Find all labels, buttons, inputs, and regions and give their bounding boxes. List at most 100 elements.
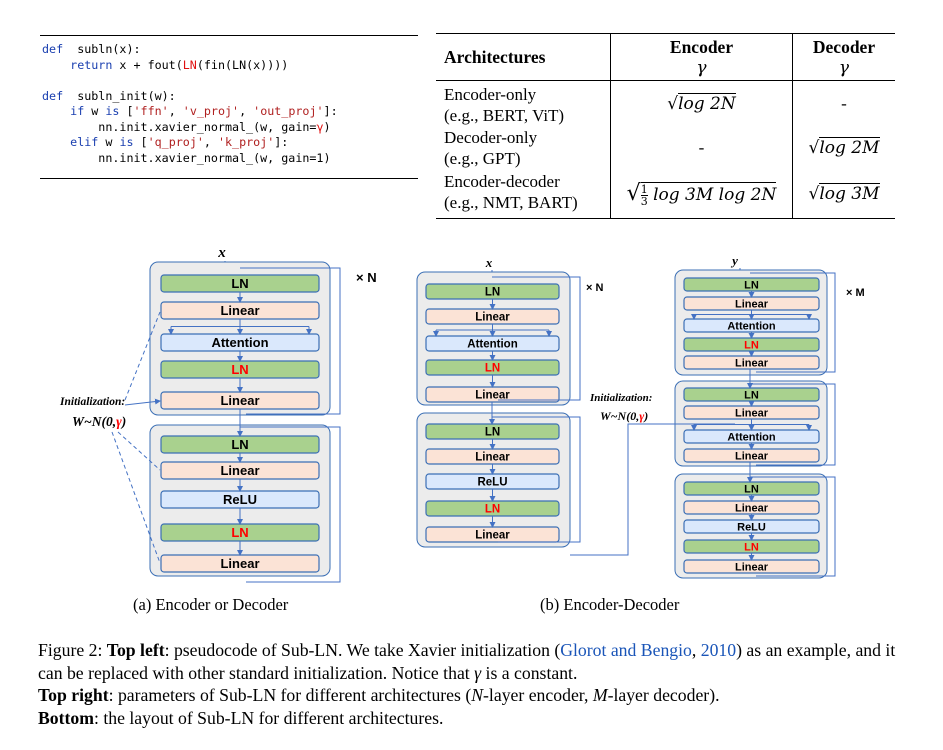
citation-year-link[interactable]: 2010 [700, 640, 737, 660]
residual-line [750, 383, 836, 466]
code-text: , [203, 135, 218, 149]
init-formula: W~N(0,γ) [600, 409, 648, 423]
block-label: ReLU [737, 521, 766, 533]
code-keyword: elif [70, 135, 99, 149]
code-text: nn.init.xavier_normal_(w, gain=1) [42, 150, 331, 165]
block-label: Attention [467, 339, 517, 351]
code-bottom-rule [40, 178, 418, 179]
code-text: x + fout( [112, 57, 183, 72]
formula-part: ~ [611, 409, 618, 423]
figure-label: Figure 2: [38, 640, 107, 660]
code-text: nn.init.xavier_normal_(w, gain= [42, 119, 317, 134]
formula-part: ) [120, 414, 127, 429]
sqrt-expression: √log 3M [808, 182, 880, 204]
decoder-gamma-cell: √log 2M [792, 126, 895, 170]
block-label: Linear [735, 357, 769, 369]
formula-part: γ [639, 409, 644, 423]
arch-cell: Decoder-only (e.g., GPT) [436, 126, 611, 170]
caption-gamma: γ [474, 662, 482, 683]
block-label: LN [231, 525, 248, 540]
code-text: subln_init(w): [63, 88, 176, 103]
init-dashed-link [117, 431, 161, 471]
init-title: Initialization: [589, 392, 652, 404]
code-text: [ [133, 135, 148, 149]
caption-bold-top-left: Top left [106, 640, 165, 660]
formula-part: W [72, 414, 85, 429]
code-string: 'out_proj' [253, 104, 324, 118]
code-top-rule [40, 35, 418, 36]
code-keyword: is [119, 135, 134, 149]
code-string: 'ffn' [133, 104, 169, 118]
flow-arrow [124, 398, 161, 406]
table-row: Decoder-only (e.g., GPT) - √log 2M [436, 126, 895, 170]
block-label: Linear [475, 390, 510, 402]
block-label: LN [231, 362, 248, 377]
caption-text: , [691, 640, 701, 660]
formula-part: , [112, 414, 116, 429]
block-label: Linear [735, 502, 769, 514]
header-architectures: Architectures [436, 33, 611, 81]
residual-line [492, 276, 581, 401]
residual-line [570, 423, 735, 556]
caption-bold-top-right: Top right [38, 685, 109, 705]
formula-part: ( [101, 414, 107, 429]
caption-b: (b) Encoder-Decoder [540, 595, 680, 614]
citation-link[interactable]: Glorot and Bengio [560, 640, 692, 660]
caption-n: N [471, 685, 484, 705]
arch-cell: Encoder-only (e.g., BERT, ViT) [436, 81, 611, 127]
diagram-b-encoder-decoder: xLNLinearAttentionLNLinearLNLinearReLULN… [416, 253, 865, 579]
sqrt-expression: √log 2M [808, 137, 880, 158]
code-text: w [84, 104, 106, 118]
header-decoder-label: Decoder [812, 36, 876, 57]
block-label: LN [231, 437, 248, 452]
arch-name: Decoder-only [444, 128, 538, 147]
repeat-n: × N [356, 270, 377, 285]
code-keyword: def [42, 88, 64, 103]
arch-example: (e.g., BERT, ViT) [444, 106, 565, 125]
block-label: LN [744, 389, 759, 401]
code-keyword: return [70, 57, 113, 72]
code-highlight: LN [182, 57, 197, 72]
caption-m: M [592, 685, 608, 705]
input-x: x [485, 255, 493, 270]
fraction-numerator: 1 [640, 182, 648, 196]
table-row: Encoder-only (e.g., BERT, ViT) √log 2N - [436, 80, 895, 127]
figure-caption: Figure 2: Top left: pseudocode of Sub-LN… [38, 639, 908, 729]
code-keyword: if [70, 104, 85, 118]
caption-text: : pseudocode of Sub-LN. We take Xavier i… [164, 640, 561, 660]
repeat-m: × M [846, 287, 865, 299]
arch-name: Encoder-decoder [444, 171, 560, 191]
caption-text: : parameters of Sub-LN for different arc… [108, 685, 472, 705]
block-label: LN [485, 504, 500, 516]
header-encoder-label: Encoder [669, 36, 734, 57]
code-text: (fin(LN(x)))) [196, 57, 289, 72]
block-label: Linear [475, 312, 510, 324]
caption-text: -layer decoder). [607, 685, 720, 705]
block-label: ReLU [223, 492, 257, 507]
input-y: y [730, 253, 738, 268]
residual-line [240, 267, 341, 415]
code-text: ) [323, 119, 331, 134]
table-header-row: Architectures Encoder γ Decoder γ [436, 33, 895, 81]
caption-text: : the layout of Sub-LN for different arc… [94, 707, 444, 728]
block-label: LN [744, 541, 759, 553]
block-label: Linear [220, 556, 259, 571]
code-keyword: def [42, 42, 64, 56]
code-text: , [168, 104, 183, 118]
caption-bold-bottom: Bottom [38, 707, 94, 728]
formula-part: 0 [106, 414, 113, 429]
init-formula: W~N(0,γ) [72, 414, 126, 429]
block-label: Linear [735, 298, 769, 310]
block-label: LN [744, 339, 759, 351]
sqrt-expression: √log 2N [667, 92, 736, 114]
code-highlight: γ [316, 119, 324, 134]
fraction-denominator: 3 [640, 194, 648, 208]
caption-text: -layer encoder, [483, 685, 593, 705]
formula-part: ~ [84, 414, 92, 429]
code-text: w [98, 135, 120, 149]
decoder-gamma-cell: √log 3M [792, 170, 895, 219]
decoder-gamma-cell: - [792, 80, 895, 126]
block-label: LN [485, 287, 500, 299]
